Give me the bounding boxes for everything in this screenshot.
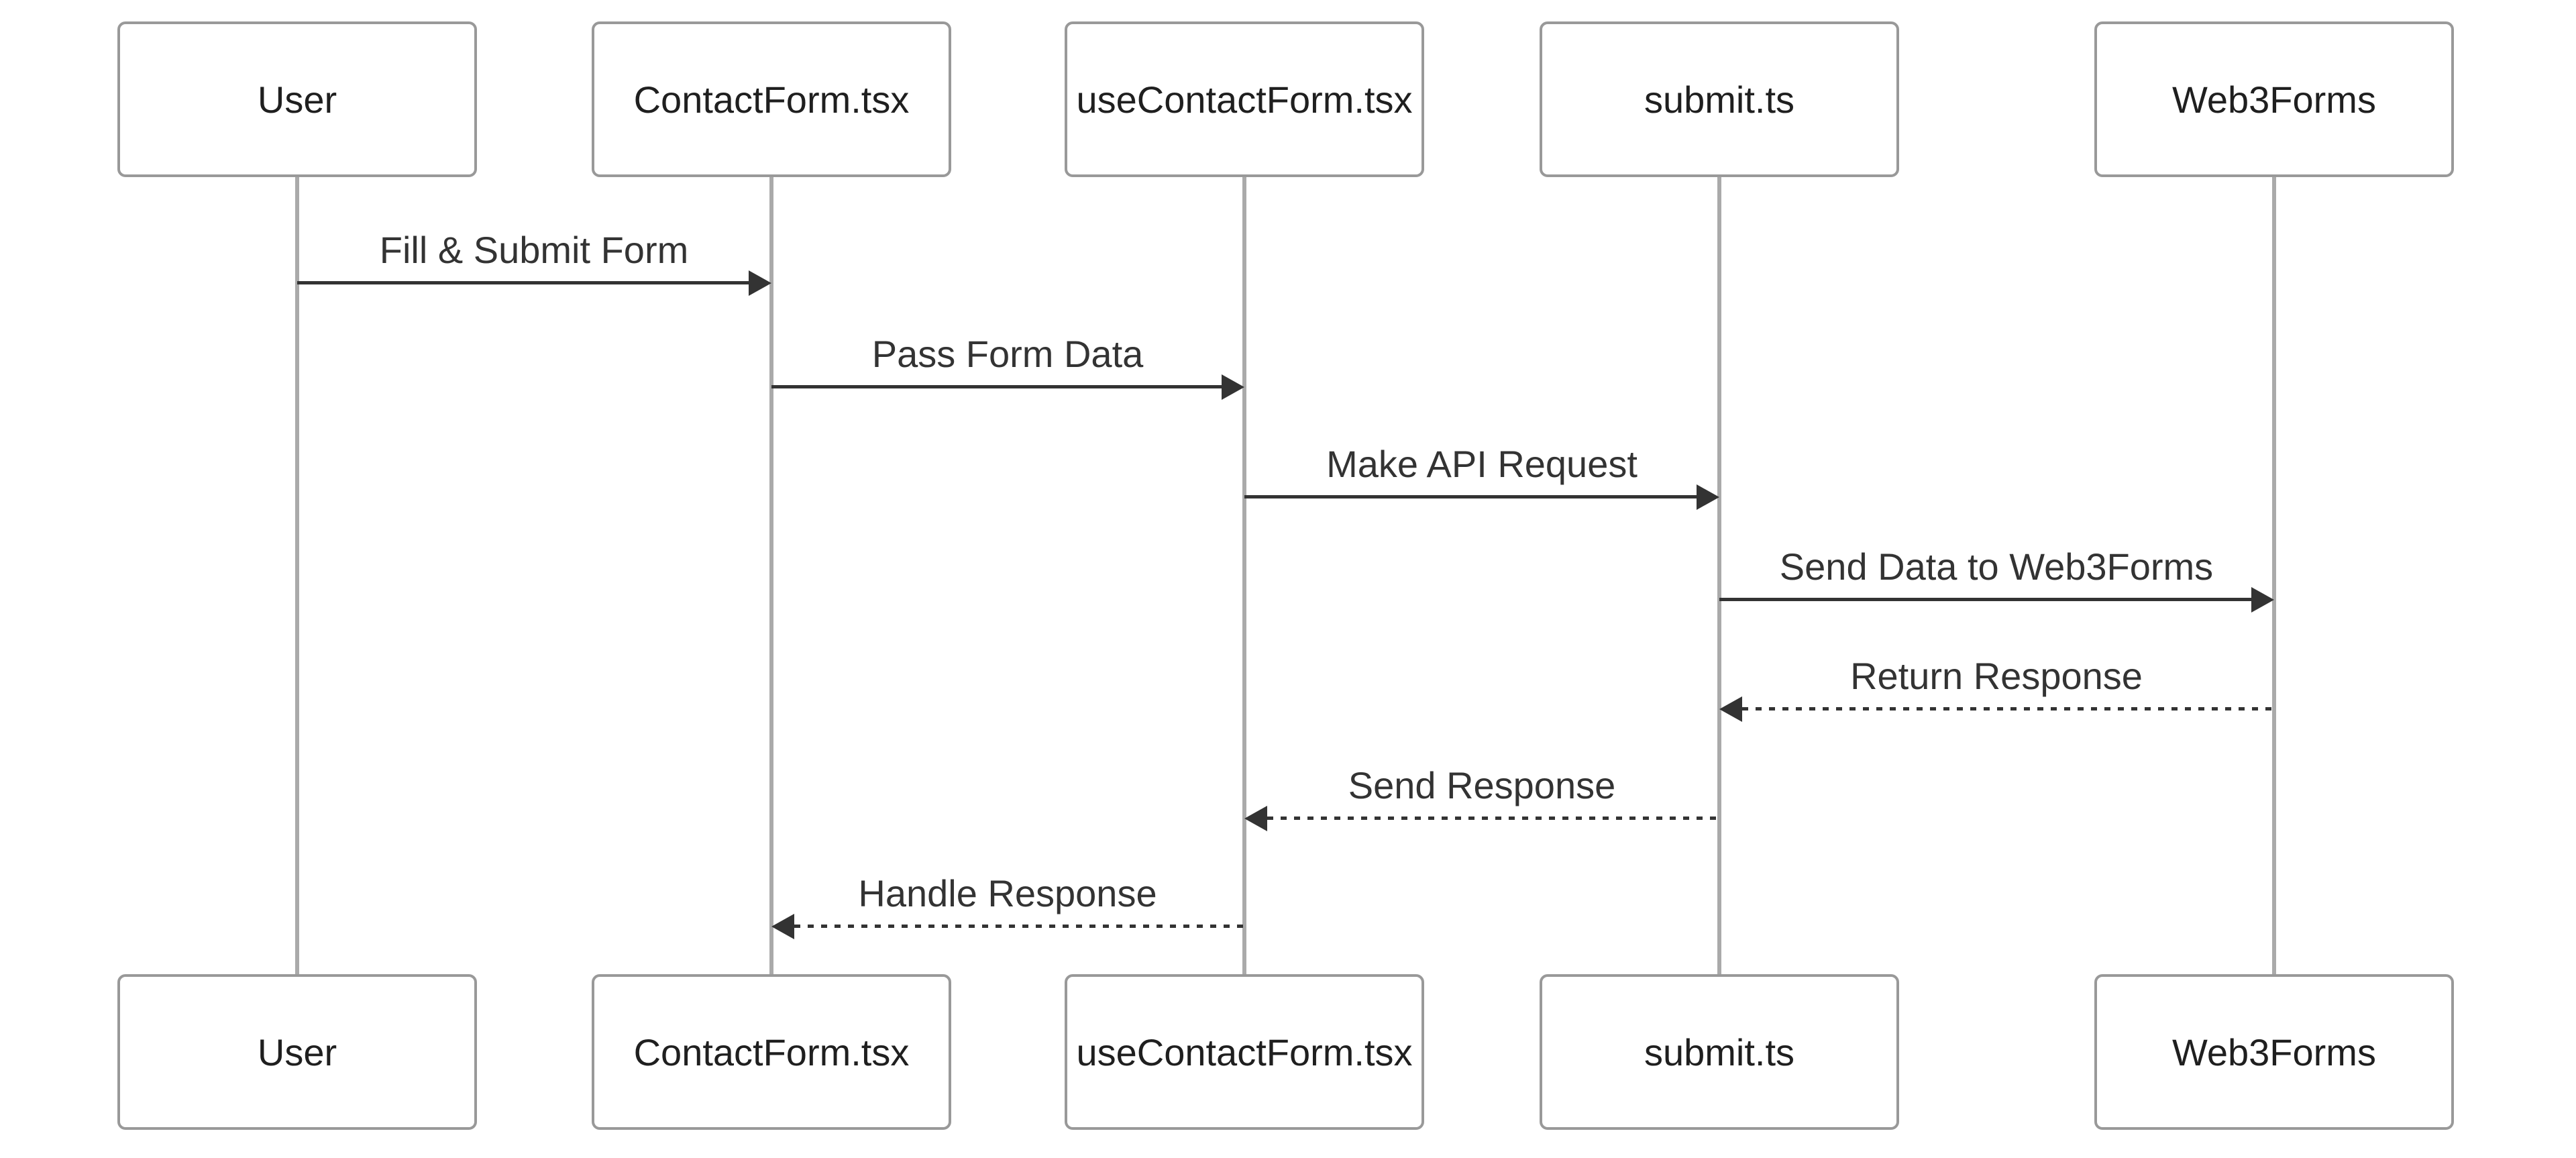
actor-submit-top: submit.ts xyxy=(1540,21,1899,177)
lifeline-submit xyxy=(1717,177,1721,974)
actor-contact-form-top: ContactForm.tsx xyxy=(592,21,951,177)
message-handle-response-line xyxy=(794,925,1244,928)
actor-use-contact-form-label: useContactForm.tsx xyxy=(1076,1031,1413,1073)
message-return-response-label: Return Response xyxy=(1850,655,2143,697)
message-fill-submit-form-line xyxy=(297,281,749,284)
actor-submit-label: submit.ts xyxy=(1644,1031,1795,1073)
actor-use-contact-form-top: useContactForm.tsx xyxy=(1065,21,1424,177)
lifeline-use-contact-form xyxy=(1242,177,1246,974)
actor-web3forms-label: Web3Forms xyxy=(2172,78,2376,121)
arrowhead-right-icon xyxy=(2251,587,2274,613)
actor-web3forms-top: Web3Forms xyxy=(2094,21,2454,177)
message-make-api-request-line xyxy=(1244,495,1697,498)
actor-use-contact-form-label: useContactForm.tsx xyxy=(1076,78,1413,121)
message-pass-form-data-label: Pass Form Data xyxy=(871,333,1144,375)
message-send-data-web3forms-line xyxy=(1719,598,2251,601)
message-handle-response-label: Handle Response xyxy=(858,872,1157,914)
arrowhead-left-icon xyxy=(1719,696,1742,722)
actor-user-bottom: User xyxy=(117,974,477,1130)
actor-use-contact-form-bottom: useContactForm.tsx xyxy=(1065,974,1424,1130)
message-return-response-line xyxy=(1742,707,2274,710)
actor-contact-form-label: ContactForm.tsx xyxy=(633,1031,910,1073)
actor-user-label: User xyxy=(257,1031,337,1073)
arrowhead-left-icon xyxy=(771,914,794,939)
message-send-response-label: Send Response xyxy=(1348,764,1616,806)
message-fill-submit-form-label: Fill & Submit Form xyxy=(379,229,689,271)
message-pass-form-data-line xyxy=(771,385,1222,388)
actor-user-label: User xyxy=(257,78,337,121)
message-send-data-web3forms-label: Send Data to Web3Forms xyxy=(1779,545,2214,588)
actor-submit-bottom: submit.ts xyxy=(1540,974,1899,1130)
lifeline-contact-form xyxy=(769,177,773,974)
lifeline-user xyxy=(295,177,299,974)
arrowhead-right-icon xyxy=(1697,484,1719,510)
arrowhead-right-icon xyxy=(749,270,771,296)
actor-contact-form-label: ContactForm.tsx xyxy=(633,78,910,121)
arrowhead-left-icon xyxy=(1244,806,1267,831)
actor-user-top: User xyxy=(117,21,477,177)
actor-contact-form-bottom: ContactForm.tsx xyxy=(592,974,951,1130)
actor-web3forms-bottom: Web3Forms xyxy=(2094,974,2454,1130)
arrowhead-right-icon xyxy=(1222,374,1244,400)
message-send-response-line xyxy=(1267,817,1719,820)
message-make-api-request-label: Make API Request xyxy=(1326,443,1638,485)
actor-web3forms-label: Web3Forms xyxy=(2172,1031,2376,1073)
lifeline-web3forms xyxy=(2272,177,2276,974)
actor-submit-label: submit.ts xyxy=(1644,78,1795,121)
